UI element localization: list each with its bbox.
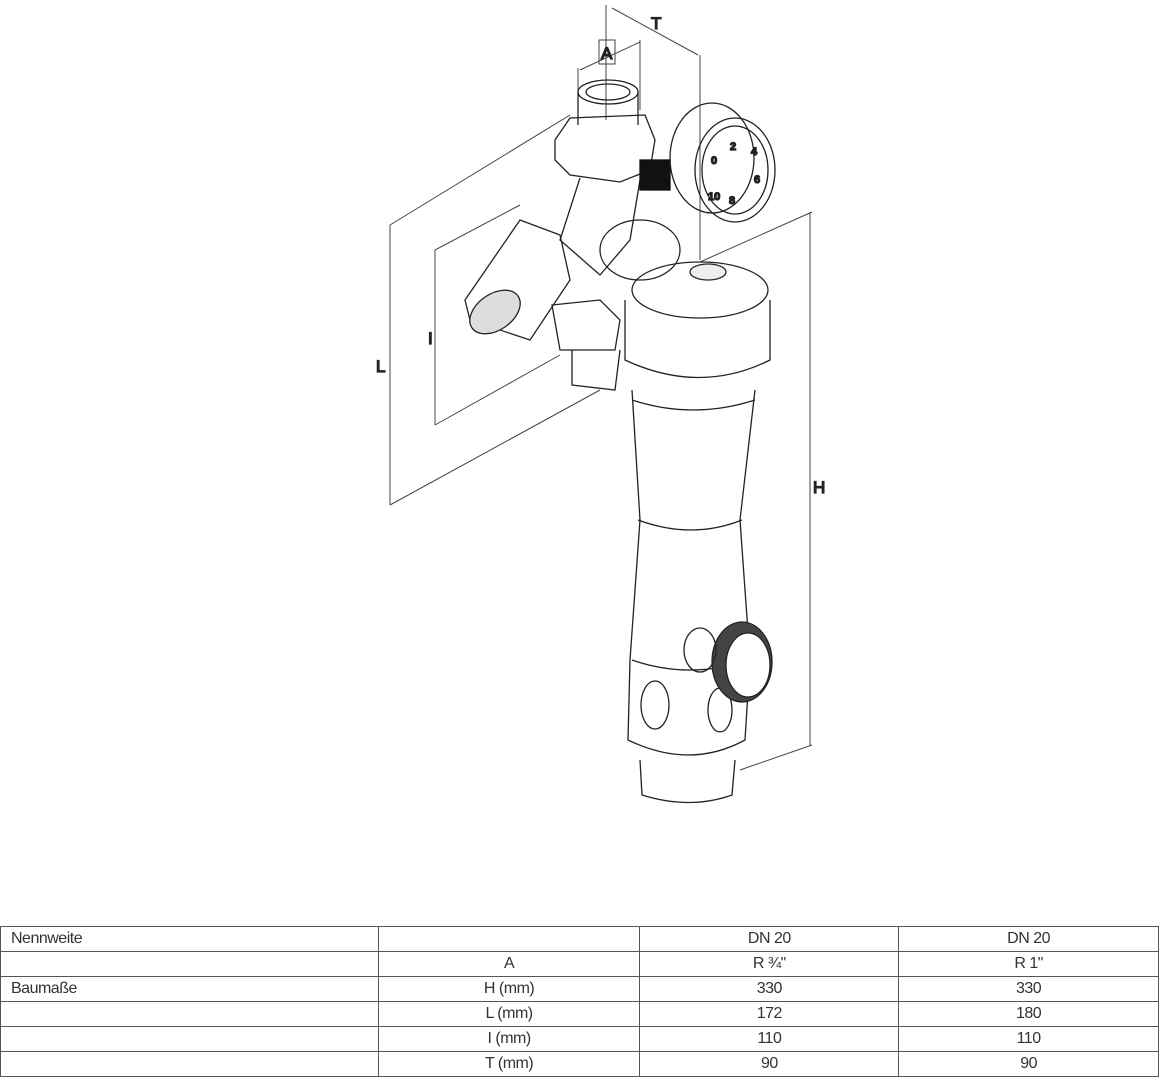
table-cell: T (mm) [377, 1051, 641, 1077]
dim-label-l: L [376, 357, 385, 376]
table-cell: 110 [898, 1026, 1159, 1052]
table-cell: Baumaße [0, 976, 379, 1002]
dim-label-a: A [601, 44, 613, 63]
table-cell [0, 1051, 379, 1077]
gauge-label-0: 0 [711, 155, 717, 167]
gauge-label-8: 8 [729, 195, 735, 207]
dimensions-table: Nennweite DN 20 DN 20 A R ¾" R 1" Baumaß… [0, 926, 1159, 1077]
gauge-label-2: 2 [730, 141, 736, 153]
table-cell: 330 [898, 976, 1159, 1002]
table-row: Nennweite DN 20 DN 20 [0, 926, 1159, 952]
table-cell: Nennweite [0, 926, 379, 952]
table-cell: R ¾" [639, 951, 900, 977]
dim-label-i: I [428, 329, 433, 348]
table-row: L (mm) 172 180 [0, 1001, 1159, 1027]
table-cell: R 1" [898, 951, 1159, 977]
gauge-label-6: 6 [754, 174, 760, 186]
table-cell: DN 20 [898, 926, 1159, 952]
table-cell [377, 926, 641, 952]
table-cell: H (mm) [377, 976, 641, 1002]
dim-label-t: T [651, 14, 661, 33]
reducer-knob [464, 219, 571, 341]
table-cell: 110 [639, 1026, 900, 1052]
filter-technical-drawing: T A L I H 0 2 4 6 8 10 [375, 5, 826, 804]
filter-head [599, 219, 771, 379]
table-cell: 172 [639, 1001, 900, 1027]
gauge-label-10: 10 [708, 191, 720, 203]
table-row: I (mm) 110 110 [0, 1026, 1159, 1052]
table-cell: L (mm) [377, 1001, 641, 1027]
table-cell: DN 20 [639, 926, 900, 952]
table-cell: 180 [898, 1001, 1159, 1027]
table-cell [0, 1001, 379, 1027]
filter-bowl [627, 389, 756, 804]
drain-valve-handwheel [683, 621, 773, 703]
table-cell: 90 [639, 1051, 900, 1077]
table-row: A R ¾" R 1" [0, 951, 1159, 977]
gauge-label-4: 4 [751, 146, 758, 158]
table-row: Baumaße H (mm) 330 330 [0, 976, 1159, 1002]
table-cell: A [377, 951, 641, 977]
table-cell [0, 1026, 379, 1052]
pressure-gauge: 0 2 4 6 8 10 [639, 102, 776, 223]
table-row: T (mm) 90 90 [0, 1051, 1159, 1077]
dim-label-h: H [813, 478, 825, 497]
table-cell [0, 951, 379, 977]
table-cell: I (mm) [377, 1026, 641, 1052]
dimension-lines [389, 5, 813, 771]
outlet-fitting [551, 299, 621, 391]
table-cell: 90 [898, 1051, 1159, 1077]
table-cell: 330 [639, 976, 900, 1002]
